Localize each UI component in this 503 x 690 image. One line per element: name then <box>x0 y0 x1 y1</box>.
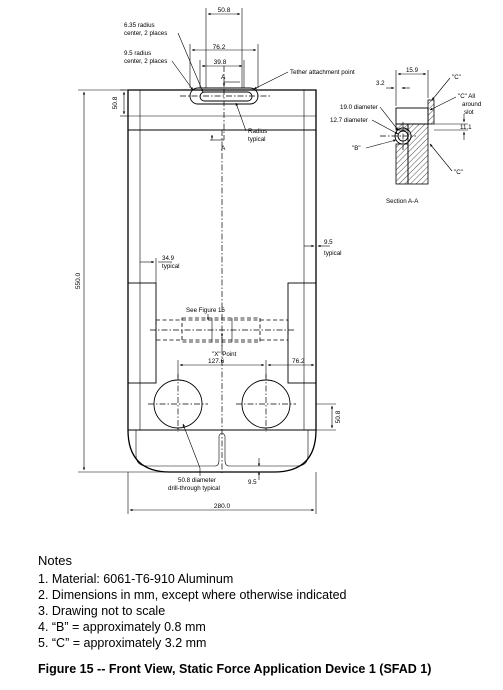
dim-50-8-right: 50.8 <box>316 403 342 431</box>
note-item: 1. Material: 6061-T6-910 Aluminum <box>38 572 234 586</box>
sec-b: "B" <box>352 145 361 152</box>
dim-280: 280.0 <box>127 472 317 514</box>
dim-9-5-right-sub: typical <box>324 250 342 257</box>
crossbar <box>150 317 296 343</box>
dim-127-6: 127.6 <box>177 358 267 378</box>
sec-3-2: 3.2 <box>376 80 385 87</box>
note-item: 4. “B” = approximately 0.8 mm <box>38 620 206 634</box>
notes-block: Notes 1. Material: 6061-T6-910 Aluminum … <box>38 553 478 651</box>
dim-34-9: 34.9 typical <box>140 255 180 283</box>
tether-label: Tether attachment point <box>290 69 355 76</box>
dim-50-8-left-label: 50.8 <box>112 96 119 109</box>
dim-9-5-right-label: 9.5 <box>324 239 333 246</box>
dim-9-5-bottom: 9.5 <box>248 458 261 486</box>
sec-c-top: "C" <box>452 74 461 81</box>
tether-slot <box>180 66 270 140</box>
dim-50-8-top: 50.8 <box>218 7 231 14</box>
figure-caption: Figure 15 -- Front View, Static Force Ap… <box>38 662 432 676</box>
sec-c-all-3: slot <box>464 109 474 116</box>
radius-typical: Radius <box>248 128 267 135</box>
notes-list: 1. Material: 6061-T6-910 Aluminum 2. Dim… <box>38 571 478 651</box>
dim-550-label: 550.0 <box>75 272 82 289</box>
dim-550: 550.0 <box>75 89 168 473</box>
note-item: 3. Drawing not to scale <box>38 604 166 618</box>
dim-39-8: 39.8 <box>214 59 227 66</box>
radius-635-sub: center, 2 places <box>124 30 167 37</box>
section-a-bottom: A <box>221 145 226 152</box>
technical-drawing: 50.8 76.2 39.8 6.35 radius center, 2 pla… <box>75 7 482 514</box>
sec-c-all: "C" All <box>458 93 475 100</box>
device-body <box>127 89 317 473</box>
radius-callouts: 6.35 radius center, 2 places 9.5 radius … <box>124 22 204 93</box>
note-item: 5. “C” = approximately 3.2 mm <box>38 636 207 650</box>
x-point: "X" Point <box>212 351 237 358</box>
dim-9-5-right: 9.5 typical <box>304 239 342 257</box>
radius-typical-sub: typical <box>248 136 266 143</box>
sec-c-bottom: "C" <box>454 169 463 176</box>
left-side-plate <box>127 282 157 384</box>
dim-280-label: 280.0 <box>214 503 231 510</box>
right-side-plate <box>287 282 317 384</box>
dim-76-2-top: 76.2 <box>213 44 226 51</box>
drill-diameter-sub: drill-through typical <box>168 485 220 492</box>
section-marks: A A <box>210 74 240 152</box>
dim-127-6-label: 127.6 <box>208 358 225 365</box>
dim-50-8-left: 50.8 <box>112 89 128 117</box>
note-item: 2. Dimensions in mm, except where otherw… <box>38 588 347 602</box>
drill-diameter: 50.8 diameter <box>178 477 216 484</box>
dim-76-2-mid: 76.2 <box>267 358 317 372</box>
radius-95-label: 9.5 radius <box>124 50 151 57</box>
dim-34-9-label: 34.9 <box>162 255 175 262</box>
dim-34-9-sub: typical <box>162 263 180 270</box>
sec-15-9: 15.9 <box>406 67 419 74</box>
sec-c-all-2: around <box>462 101 482 108</box>
dim-9-5-bottom-label: 9.5 <box>248 479 257 486</box>
radius-635-label: 6.35 radius <box>124 22 155 29</box>
dim-76-2-mid-label: 76.2 <box>292 358 305 365</box>
drill-hole-right <box>236 374 296 432</box>
section-a-top: A <box>221 74 226 81</box>
sec-11-1: 11.1 <box>460 124 472 131</box>
notes-title: Notes <box>38 553 72 568</box>
section-a-a: 15.9 3.2 "C" "C" All around slot 19.0 di… <box>330 67 482 205</box>
sec-12-7-dia: 12.7 diameter <box>330 117 368 124</box>
radius-95-sub: center, 2 places <box>124 58 167 65</box>
dim-50-8-right-label: 50.8 <box>335 410 342 423</box>
top-dimensions: 50.8 76.2 39.8 <box>189 7 259 88</box>
sec-19-dia: 19.0 diameter <box>340 104 378 111</box>
see-figure-16: See Figure 16 <box>186 307 225 314</box>
drill-hole-left <box>148 374 208 432</box>
section-title: Section A-A <box>386 198 419 205</box>
